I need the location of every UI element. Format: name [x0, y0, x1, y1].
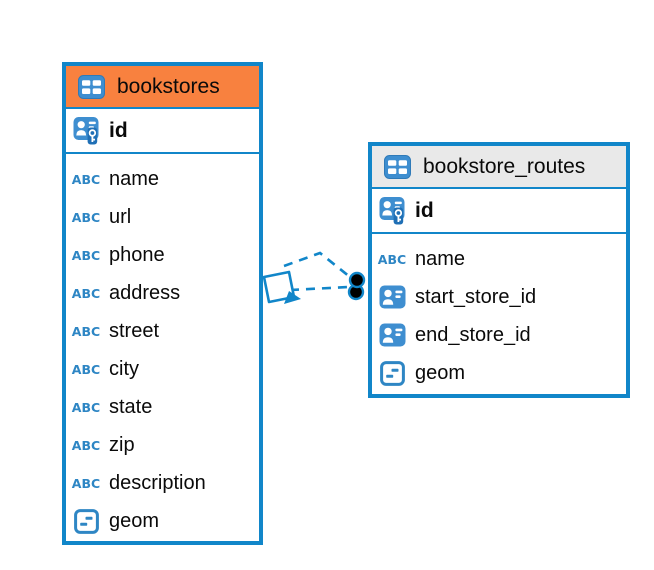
text-type-icon: ABC — [71, 209, 101, 225]
relationship-line-upper[interactable] — [283, 251, 351, 279]
text-type-icon: ABC — [71, 361, 101, 377]
text-type-icon: ABC — [71, 399, 101, 415]
column-label: geom — [109, 509, 160, 532]
column-row[interactable]: ABC city — [66, 350, 259, 388]
table-bookstores[interactable]: bookstores id ABC name ABC url ABC p — [62, 62, 263, 545]
column-label: phone — [109, 243, 165, 266]
column-row-id[interactable]: id — [372, 189, 626, 234]
column-label: end_store_id — [415, 323, 531, 346]
text-type-icon: ABC — [71, 323, 101, 339]
text-type-icon: ABC — [71, 437, 101, 453]
relationship-line-lower[interactable] — [289, 285, 350, 292]
primary-key-icon — [375, 196, 409, 226]
column-row[interactable]: ABC name — [372, 240, 626, 278]
table-bookstore-routes[interactable]: bookstore_routes id ABC name start_store… — [368, 142, 630, 398]
column-row[interactable]: ABC address — [66, 274, 259, 312]
relationship-endpoint-dot[interactable] — [348, 271, 366, 289]
column-label: start_store_id — [415, 285, 537, 308]
column-list: ABC name ABC url ABC phone ABC address — [66, 154, 259, 540]
geometry-type-icon — [69, 508, 103, 534]
column-label: name — [109, 167, 160, 190]
column-row[interactable]: geom — [372, 354, 626, 392]
table-icon — [380, 154, 414, 179]
relationship-endpoint-dot[interactable] — [347, 283, 365, 301]
text-type-icon: ABC — [377, 251, 407, 267]
column-label: address — [109, 281, 181, 304]
column-row[interactable]: ABC url — [66, 198, 259, 236]
column-list: ABC name start_store_id end_store_id geo… — [372, 234, 626, 392]
column-row[interactable]: start_store_id — [372, 278, 626, 316]
column-row[interactable]: ABC street — [66, 312, 259, 350]
foreign-key-icon — [375, 323, 409, 347]
column-row[interactable]: ABC state — [66, 388, 259, 426]
column-label: zip — [109, 433, 135, 456]
text-type-icon: ABC — [71, 285, 101, 301]
column-row[interactable]: ABC name — [66, 160, 259, 198]
column-row[interactable]: ABC description — [66, 464, 259, 502]
column-label: url — [109, 205, 132, 228]
column-label: id — [109, 118, 128, 142]
foreign-key-icon — [375, 285, 409, 309]
column-label: description — [109, 471, 206, 494]
table-title: bookstore_routes — [423, 154, 586, 178]
column-row[interactable]: geom — [66, 502, 259, 540]
column-row[interactable]: end_store_id — [372, 316, 626, 354]
column-label: id — [415, 198, 434, 222]
column-row[interactable]: ABC zip — [66, 426, 259, 464]
text-type-icon: ABC — [71, 475, 101, 491]
relationship-diamond-end[interactable] — [262, 270, 296, 304]
column-label: city — [109, 357, 139, 380]
column-row-id[interactable]: id — [66, 109, 259, 154]
table-title: bookstores — [117, 74, 220, 98]
column-label: name — [415, 247, 466, 270]
table-bookstores-header[interactable]: bookstores — [66, 66, 259, 109]
column-label: geom — [415, 361, 466, 384]
primary-key-icon — [69, 116, 103, 146]
column-label: street — [109, 319, 160, 342]
text-type-icon: ABC — [71, 247, 101, 263]
column-row[interactable]: ABC phone — [66, 236, 259, 274]
table-bookstore-routes-header[interactable]: bookstore_routes — [372, 146, 626, 189]
column-label: state — [109, 395, 153, 418]
geometry-type-icon — [375, 360, 409, 386]
relationship-arrow-tip — [284, 291, 301, 304]
text-type-icon: ABC — [71, 171, 101, 187]
table-icon — [74, 74, 108, 99]
